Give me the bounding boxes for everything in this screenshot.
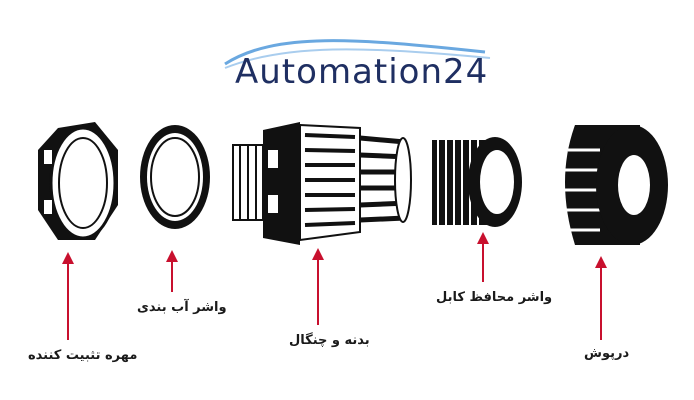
lock-nut-icon xyxy=(38,122,118,240)
lock-nut-label: مهره تثبیت کننده xyxy=(28,348,138,363)
logo-swoosh-icon xyxy=(224,39,491,69)
cable-seal-icon xyxy=(432,137,522,227)
sealing-washer-icon xyxy=(140,125,210,229)
automation24-logo: Automation24 xyxy=(205,30,495,100)
dome-cap-label: درپوش xyxy=(584,346,630,361)
sealing-washer-label: واشر آب بندی xyxy=(137,300,227,315)
cable-seal-label: واشر محافظ کابل xyxy=(436,290,553,305)
logo-number: 24 xyxy=(443,52,489,92)
dome-cap-icon xyxy=(562,125,668,245)
body-and-claw-label: بدنه و چنگال xyxy=(289,333,370,348)
logo-wordmark: Automation24 xyxy=(235,52,488,92)
logo-brand: Automation xyxy=(235,52,444,92)
body-and-claw-icon xyxy=(232,122,412,245)
